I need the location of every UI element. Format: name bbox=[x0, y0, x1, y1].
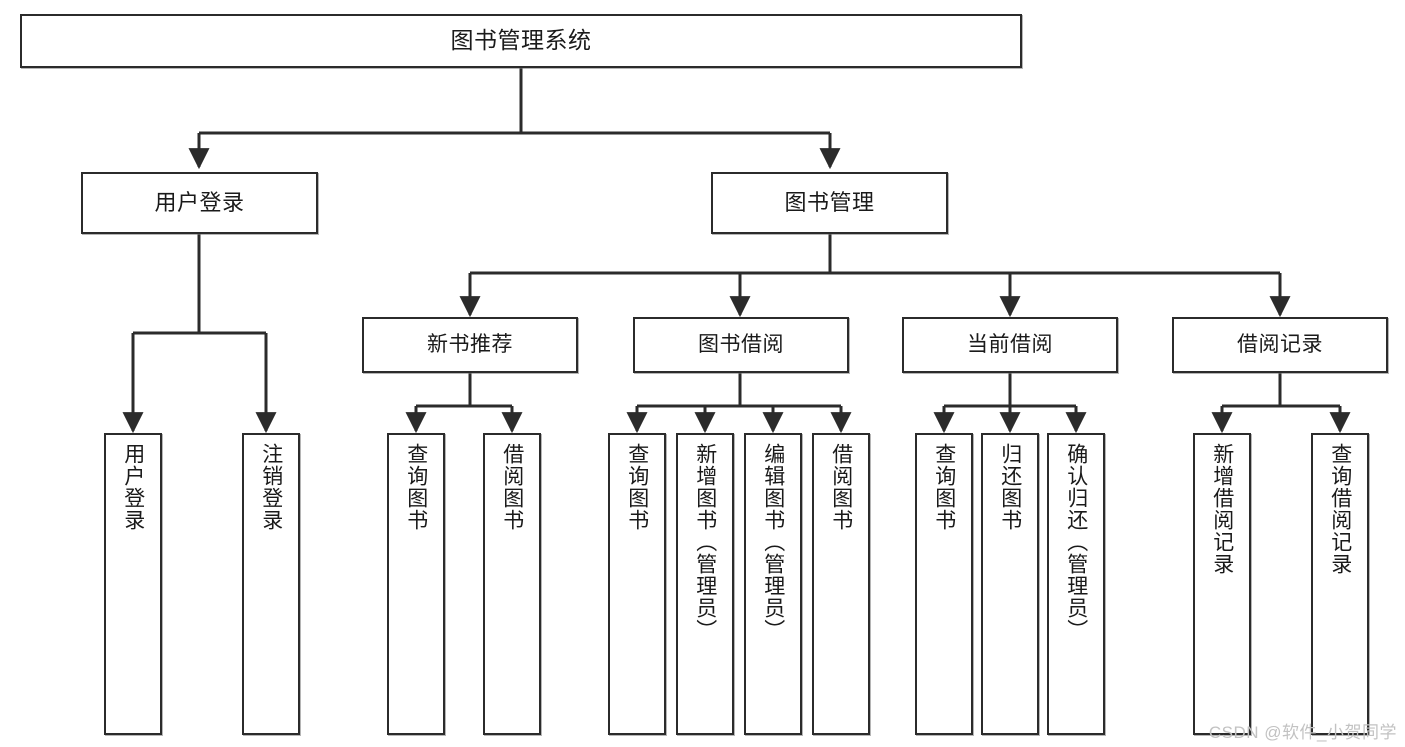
node-leaf-logout-login[interactable]: 注销登录 bbox=[242, 433, 300, 735]
node-leaf-query-book-current[interactable]: 查询图书 bbox=[915, 433, 973, 735]
node-new-book-recommend[interactable]: 新书推荐 bbox=[362, 317, 578, 373]
node-book-management[interactable]: 图书管理 bbox=[711, 172, 948, 234]
node-label: 新增借阅记录 bbox=[1210, 443, 1234, 575]
node-label: 借阅记录 bbox=[1237, 332, 1323, 356]
node-label: 注销登录 bbox=[259, 443, 283, 531]
node-leaf-query-book-borrow[interactable]: 查询图书 bbox=[608, 433, 666, 735]
node-label: 图书管理 bbox=[784, 190, 875, 216]
node-leaf-confirm-return-admin[interactable]: 确认归还（管理员） bbox=[1047, 433, 1105, 735]
node-label: 查询图书 bbox=[932, 443, 956, 531]
node-leaf-user-login[interactable]: 用户登录 bbox=[104, 433, 162, 735]
node-label: 用户登录 bbox=[154, 190, 245, 216]
node-label: 借阅图书 bbox=[829, 443, 853, 531]
node-leaf-add-borrow-record[interactable]: 新增借阅记录 bbox=[1193, 433, 1251, 735]
node-label: 查询图书 bbox=[625, 443, 649, 531]
node-leaf-borrow-book[interactable]: 借阅图书 bbox=[812, 433, 870, 735]
node-label: 确认归还（管理员） bbox=[1064, 443, 1088, 641]
node-book-borrow[interactable]: 图书借阅 bbox=[633, 317, 849, 373]
node-label: 新书推荐 bbox=[427, 332, 513, 356]
node-label: 查询图书 bbox=[404, 443, 428, 531]
node-leaf-query-borrow-record[interactable]: 查询借阅记录 bbox=[1311, 433, 1369, 735]
node-leaf-edit-book-admin[interactable]: 编辑图书（管理员） bbox=[744, 433, 802, 735]
node-label: 查询借阅记录 bbox=[1328, 443, 1352, 575]
node-label: 用户登录 bbox=[121, 443, 145, 531]
node-leaf-borrow-book-recommend[interactable]: 借阅图书 bbox=[483, 433, 541, 735]
node-label: 当前借阅 bbox=[967, 332, 1053, 356]
node-label: 编辑图书（管理员） bbox=[761, 443, 785, 641]
node-label: 图书管理系统 bbox=[450, 27, 592, 54]
node-label: 新增图书（管理员） bbox=[693, 443, 717, 641]
node-root-book-management-system[interactable]: 图书管理系统 bbox=[20, 14, 1022, 68]
node-label: 借阅图书 bbox=[500, 443, 524, 531]
node-label: 图书借阅 bbox=[698, 332, 784, 356]
node-leaf-return-book[interactable]: 归还图书 bbox=[981, 433, 1039, 735]
node-label: 归还图书 bbox=[998, 443, 1022, 531]
node-borrow-record[interactable]: 借阅记录 bbox=[1172, 317, 1388, 373]
node-current-borrow[interactable]: 当前借阅 bbox=[902, 317, 1118, 373]
node-user-login[interactable]: 用户登录 bbox=[81, 172, 318, 234]
csdn-watermark: CSDN @软件_小贺同学 bbox=[1208, 723, 1397, 742]
node-leaf-query-book-recommend[interactable]: 查询图书 bbox=[387, 433, 445, 735]
node-leaf-add-book-admin[interactable]: 新增图书（管理员） bbox=[676, 433, 734, 735]
